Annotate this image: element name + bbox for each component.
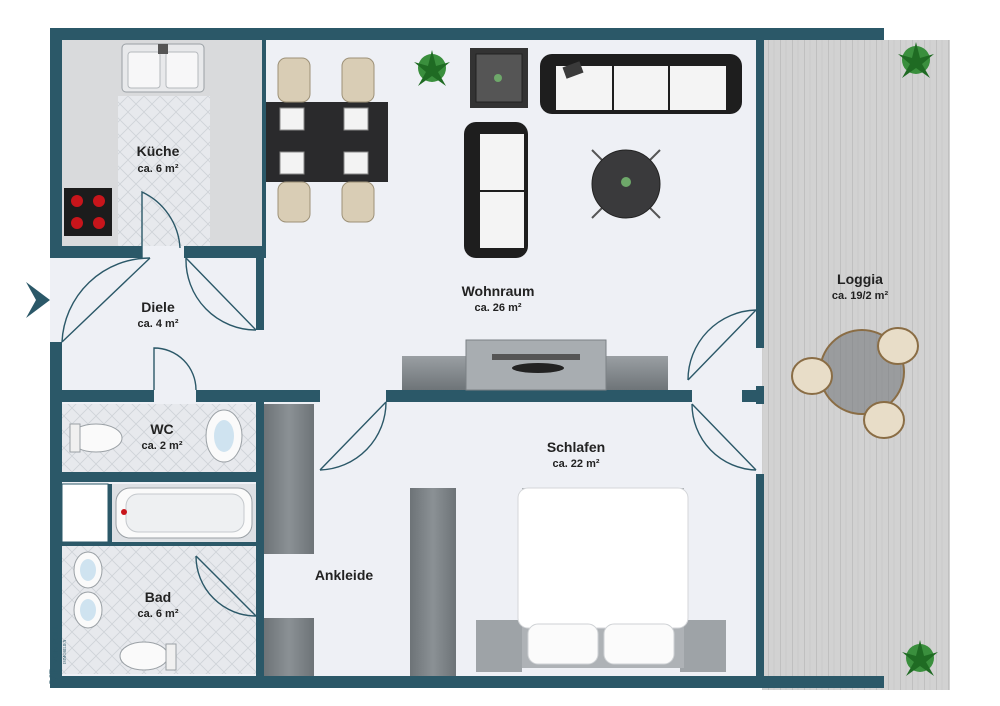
armchair-sofa-icon (464, 122, 528, 258)
room-area-kueche: ca. 6 m² (138, 163, 179, 175)
round-table-icon (591, 149, 661, 219)
room-area-wohnraum: ca. 26 m² (474, 302, 521, 314)
plant-icon (898, 42, 934, 78)
svg-text:IMMOBILIEN: IMMOBILIEN (62, 639, 67, 664)
room-name-diele: Diele (141, 299, 175, 315)
von-poll-logo: VP VON POLL IMMOBILIEN (46, 625, 67, 684)
entrance-arrow-icon (26, 282, 50, 318)
svg-text:VON POLL: VON POLL (51, 625, 60, 664)
wc-sink-icon (205, 409, 243, 463)
room-name-bad: Bad (145, 589, 171, 605)
wardrobe-icon (264, 618, 314, 676)
doors (61, 190, 757, 617)
toilet-icon (69, 423, 123, 453)
room-name-ankleide: Ankleide (315, 567, 374, 583)
side-table-icon (470, 48, 528, 108)
room-area-loggia: ca. 19/2 m² (832, 290, 889, 302)
room-name-loggia: Loggia (837, 271, 883, 287)
room-area-wc: ca. 2 m² (142, 440, 183, 452)
bath-toilet-icon (119, 641, 177, 671)
dining-table-icon (266, 57, 388, 223)
bathtub-icon (115, 487, 253, 539)
stove-icon (64, 188, 112, 236)
room-area-diele: ca. 4 m² (138, 318, 179, 330)
plant-icon (414, 50, 450, 86)
tv-sideboard-icon (402, 339, 668, 391)
sofa-icon (540, 54, 742, 114)
plant-icon (902, 640, 938, 676)
room-area-bad: ca. 6 m² (138, 608, 179, 620)
loggia-table-icon (791, 327, 919, 439)
kitchen-tile-floor (118, 96, 210, 246)
svg-text:VP: VP (46, 667, 61, 684)
wardrobe-icon (264, 404, 314, 554)
bed-icon (476, 487, 726, 672)
wall-stub (61, 483, 109, 543)
walls (50, 28, 884, 688)
kitchen-sink-icon (121, 43, 205, 93)
room-name-wc: WC (150, 421, 173, 437)
room-name-kueche: Küche (137, 143, 180, 159)
room-area-schlafen: ca. 22 m² (552, 458, 599, 470)
bath-sinks-icon (73, 551, 103, 629)
room-name-wohnraum: Wohnraum (462, 283, 535, 299)
bedroom-wardrobe-icon (410, 488, 456, 676)
room-name-schlafen: Schlafen (547, 439, 605, 455)
